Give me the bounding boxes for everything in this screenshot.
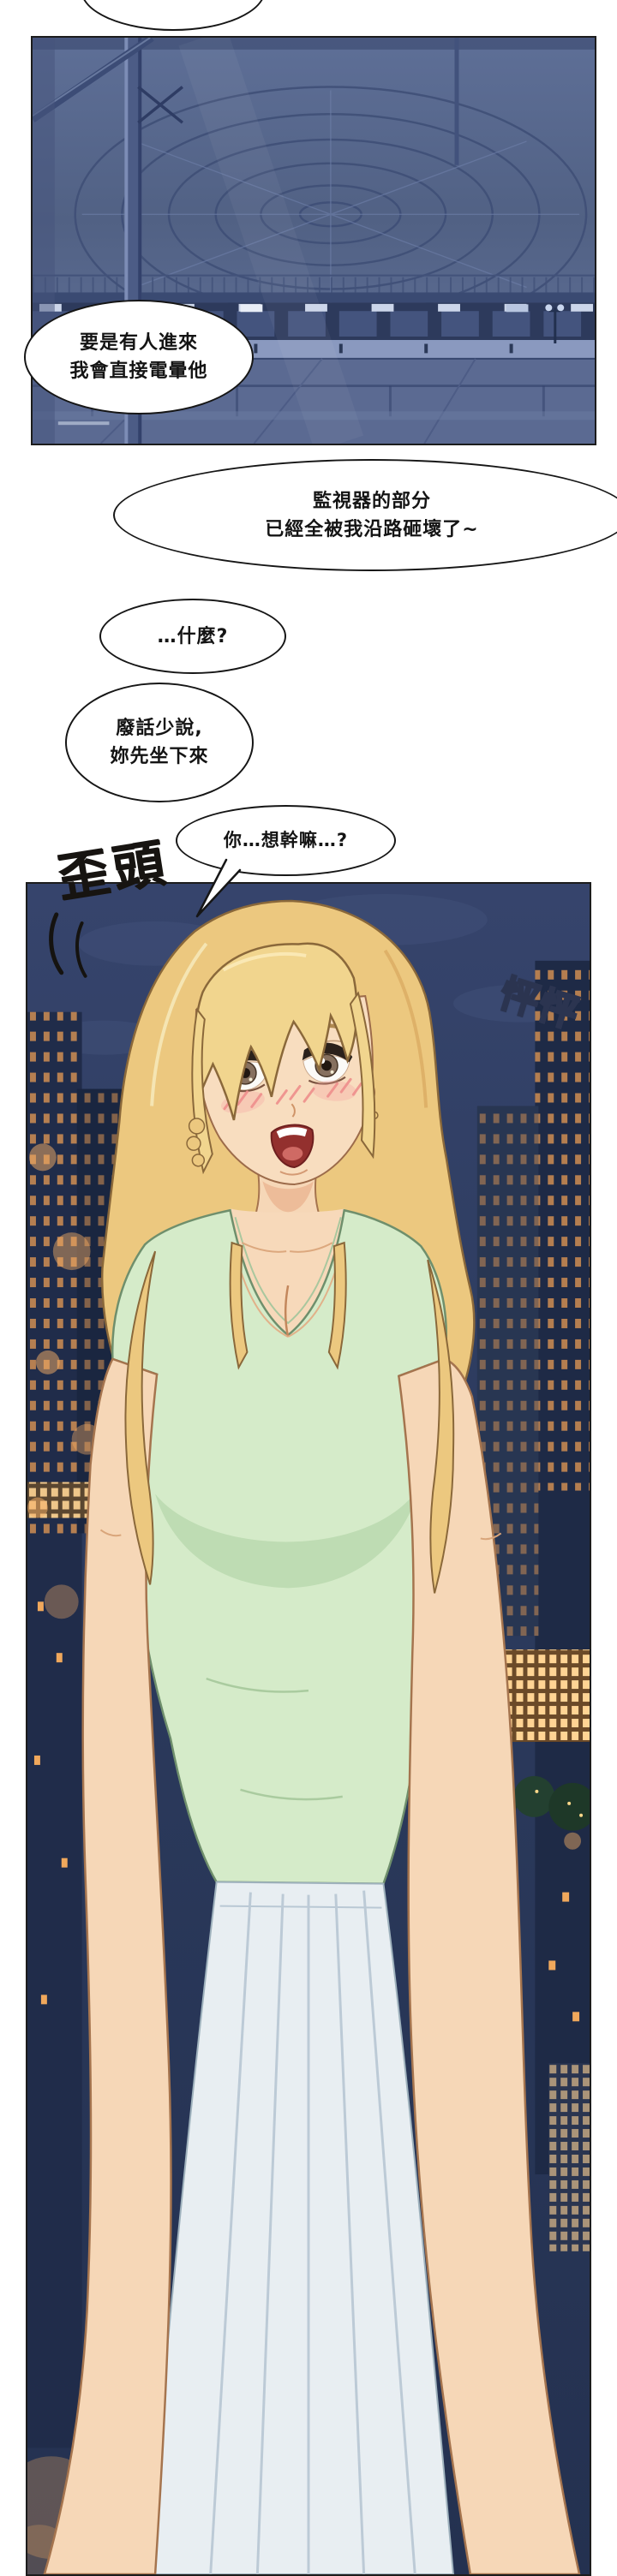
bubble-2-line-2: 已經全被我沿路砸壞了~ — [265, 518, 479, 540]
motion-strokes — [49, 912, 87, 978]
x-brace — [137, 86, 184, 124]
girl-mouth — [270, 1124, 314, 1176]
bubble-2-line-1: 監視器的部分 — [312, 490, 431, 512]
speech-bubble-1: 要是有人進來 我會直接電暈他 — [24, 300, 254, 414]
bubble-4-line-2: 妳先坐下來 — [110, 746, 209, 767]
bubble-5-line-1: 你…想幹嘛…? — [223, 829, 349, 850]
bubble-1-line-2: 我會直接電暈他 — [69, 361, 208, 382]
girl-right-arm — [397, 1357, 581, 2574]
panel-night-girl — [26, 882, 591, 2576]
street-lamp — [545, 304, 565, 343]
speech-bubble-partial-top — [81, 0, 266, 31]
girl-left-arm — [43, 1357, 172, 2574]
girl-skirt — [146, 1881, 454, 2574]
night-city-art — [27, 884, 590, 2574]
speech-bubble-4: 廢話少說, 妳先坐下來 — [65, 683, 254, 802]
bubble-3-line-1: …什麼? — [157, 625, 229, 647]
city-right — [428, 960, 590, 2251]
speech-bubble-2: 監視器的部分 已經全被我沿路砸壞了~ — [113, 459, 617, 571]
girl-hair-strands — [124, 1241, 455, 1594]
girl-chest-skin — [230, 1208, 344, 1339]
speech-bubble-3: …什麼? — [99, 599, 286, 674]
bubble-4-line-1: 廢話少說, — [116, 718, 203, 739]
speech-bubble-5-tail — [195, 858, 242, 918]
bubble-1-line-1: 要是有人進來 — [79, 332, 198, 354]
girl-head — [186, 942, 379, 1185]
girl-braid — [186, 1118, 206, 1167]
girl-character — [43, 899, 581, 2574]
speech-bubble-5: 你…想幹嘛…? — [176, 805, 396, 876]
